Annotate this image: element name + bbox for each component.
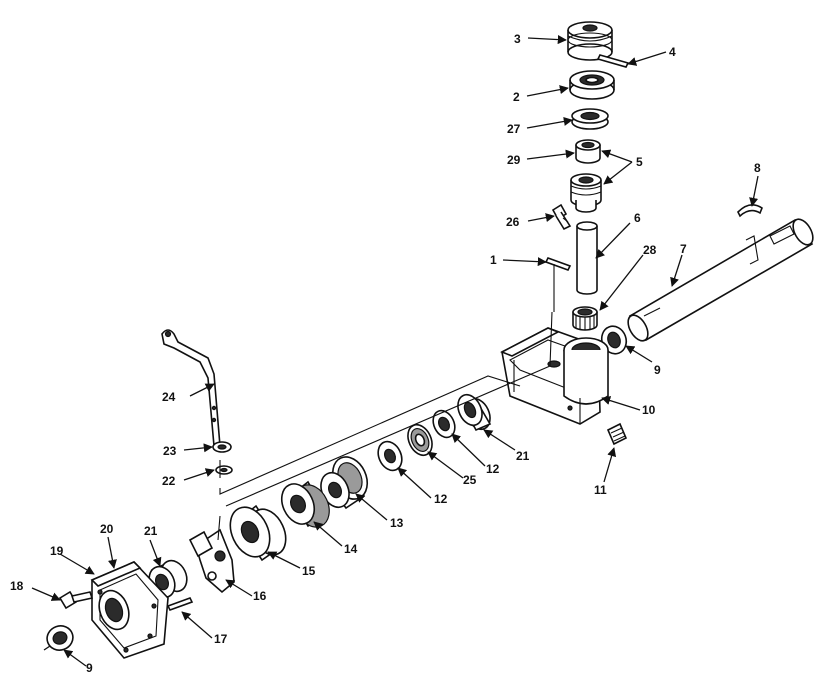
callout-7: 7 — [680, 242, 687, 256]
callout-9-right: 9 — [654, 363, 661, 377]
leader-lines — [31, 35, 759, 667]
part-pulley — [567, 21, 613, 61]
part-axle-shaft-7 — [627, 218, 814, 342]
part-shift-lever-24 — [161, 329, 221, 447]
callout-27: 27 — [507, 122, 521, 136]
part-thrust-bearing-25 — [407, 423, 433, 457]
part-thrust-washer-12-upper — [432, 409, 456, 439]
callout-26: 26 — [506, 215, 520, 229]
part-bevel-gear-13 — [320, 456, 369, 510]
callout-23: 23 — [163, 444, 177, 458]
callout-14: 14 — [344, 542, 358, 556]
part-plug-11 — [606, 422, 628, 446]
callout-25: 25 — [463, 473, 477, 487]
callout-22: 22 — [162, 474, 176, 488]
callout-28: 28 — [643, 243, 657, 257]
callout-1: 1 — [490, 253, 497, 267]
callout-13: 13 — [390, 516, 404, 530]
part-shaft-6 — [576, 221, 598, 295]
callout-18: 18 — [10, 579, 24, 593]
callout-29: 29 — [507, 153, 521, 167]
callout-12-lower: 12 — [434, 492, 448, 506]
part-thrust-washer-12-lower — [377, 440, 403, 472]
callout-24: 24 — [162, 390, 176, 404]
callout-11: 11 — [594, 483, 607, 497]
callout-4: 4 — [669, 45, 676, 59]
callout-9-left: 9 — [86, 661, 93, 675]
part-gear-housing — [500, 327, 609, 425]
part-bolt-18 — [58, 590, 94, 610]
callout-3: 3 — [514, 32, 521, 46]
part-pin-17 — [166, 597, 194, 611]
part-spacer-29 — [575, 139, 601, 164]
callout-19: 19 — [50, 544, 64, 558]
part-shift-fork-16 — [188, 528, 235, 594]
callout-8: 8 — [754, 161, 761, 175]
part-seal-left — [46, 625, 74, 651]
callout-2: 2 — [513, 90, 520, 104]
callout-labels: 3 4 2 27 29 5 8 26 6 1 28 7 9 24 10 21 1… — [10, 32, 761, 675]
callout-17: 17 — [214, 632, 228, 646]
callout-21-right: 21 — [516, 449, 530, 463]
assembly-lines — [217, 264, 555, 541]
part-key-8 — [737, 204, 763, 218]
callout-12-upper: 12 — [486, 462, 500, 476]
part-grease-fitting — [551, 203, 572, 231]
callout-6: 6 — [634, 211, 641, 225]
part-bearing-top — [569, 70, 615, 100]
callout-15: 15 — [302, 564, 316, 578]
part-bearing-21-right — [457, 393, 492, 432]
part-cover-20 — [90, 561, 169, 659]
callout-20: 20 — [100, 522, 114, 536]
part-washer-23 — [212, 441, 232, 453]
part-washer-27 — [571, 108, 609, 130]
part-roll-pin-1 — [544, 257, 572, 271]
part-clutch-15 — [229, 504, 287, 562]
part-clutch-collar-14 — [280, 480, 330, 528]
callout-21-left: 21 — [144, 524, 158, 538]
part-gear-5 — [570, 173, 602, 213]
part-needle-bearing-28 — [572, 306, 598, 331]
part-clip-22 — [215, 465, 233, 475]
part-key — [596, 54, 630, 68]
callout-16: 16 — [253, 589, 267, 603]
callout-10: 10 — [642, 403, 656, 417]
callout-5: 5 — [636, 155, 643, 169]
